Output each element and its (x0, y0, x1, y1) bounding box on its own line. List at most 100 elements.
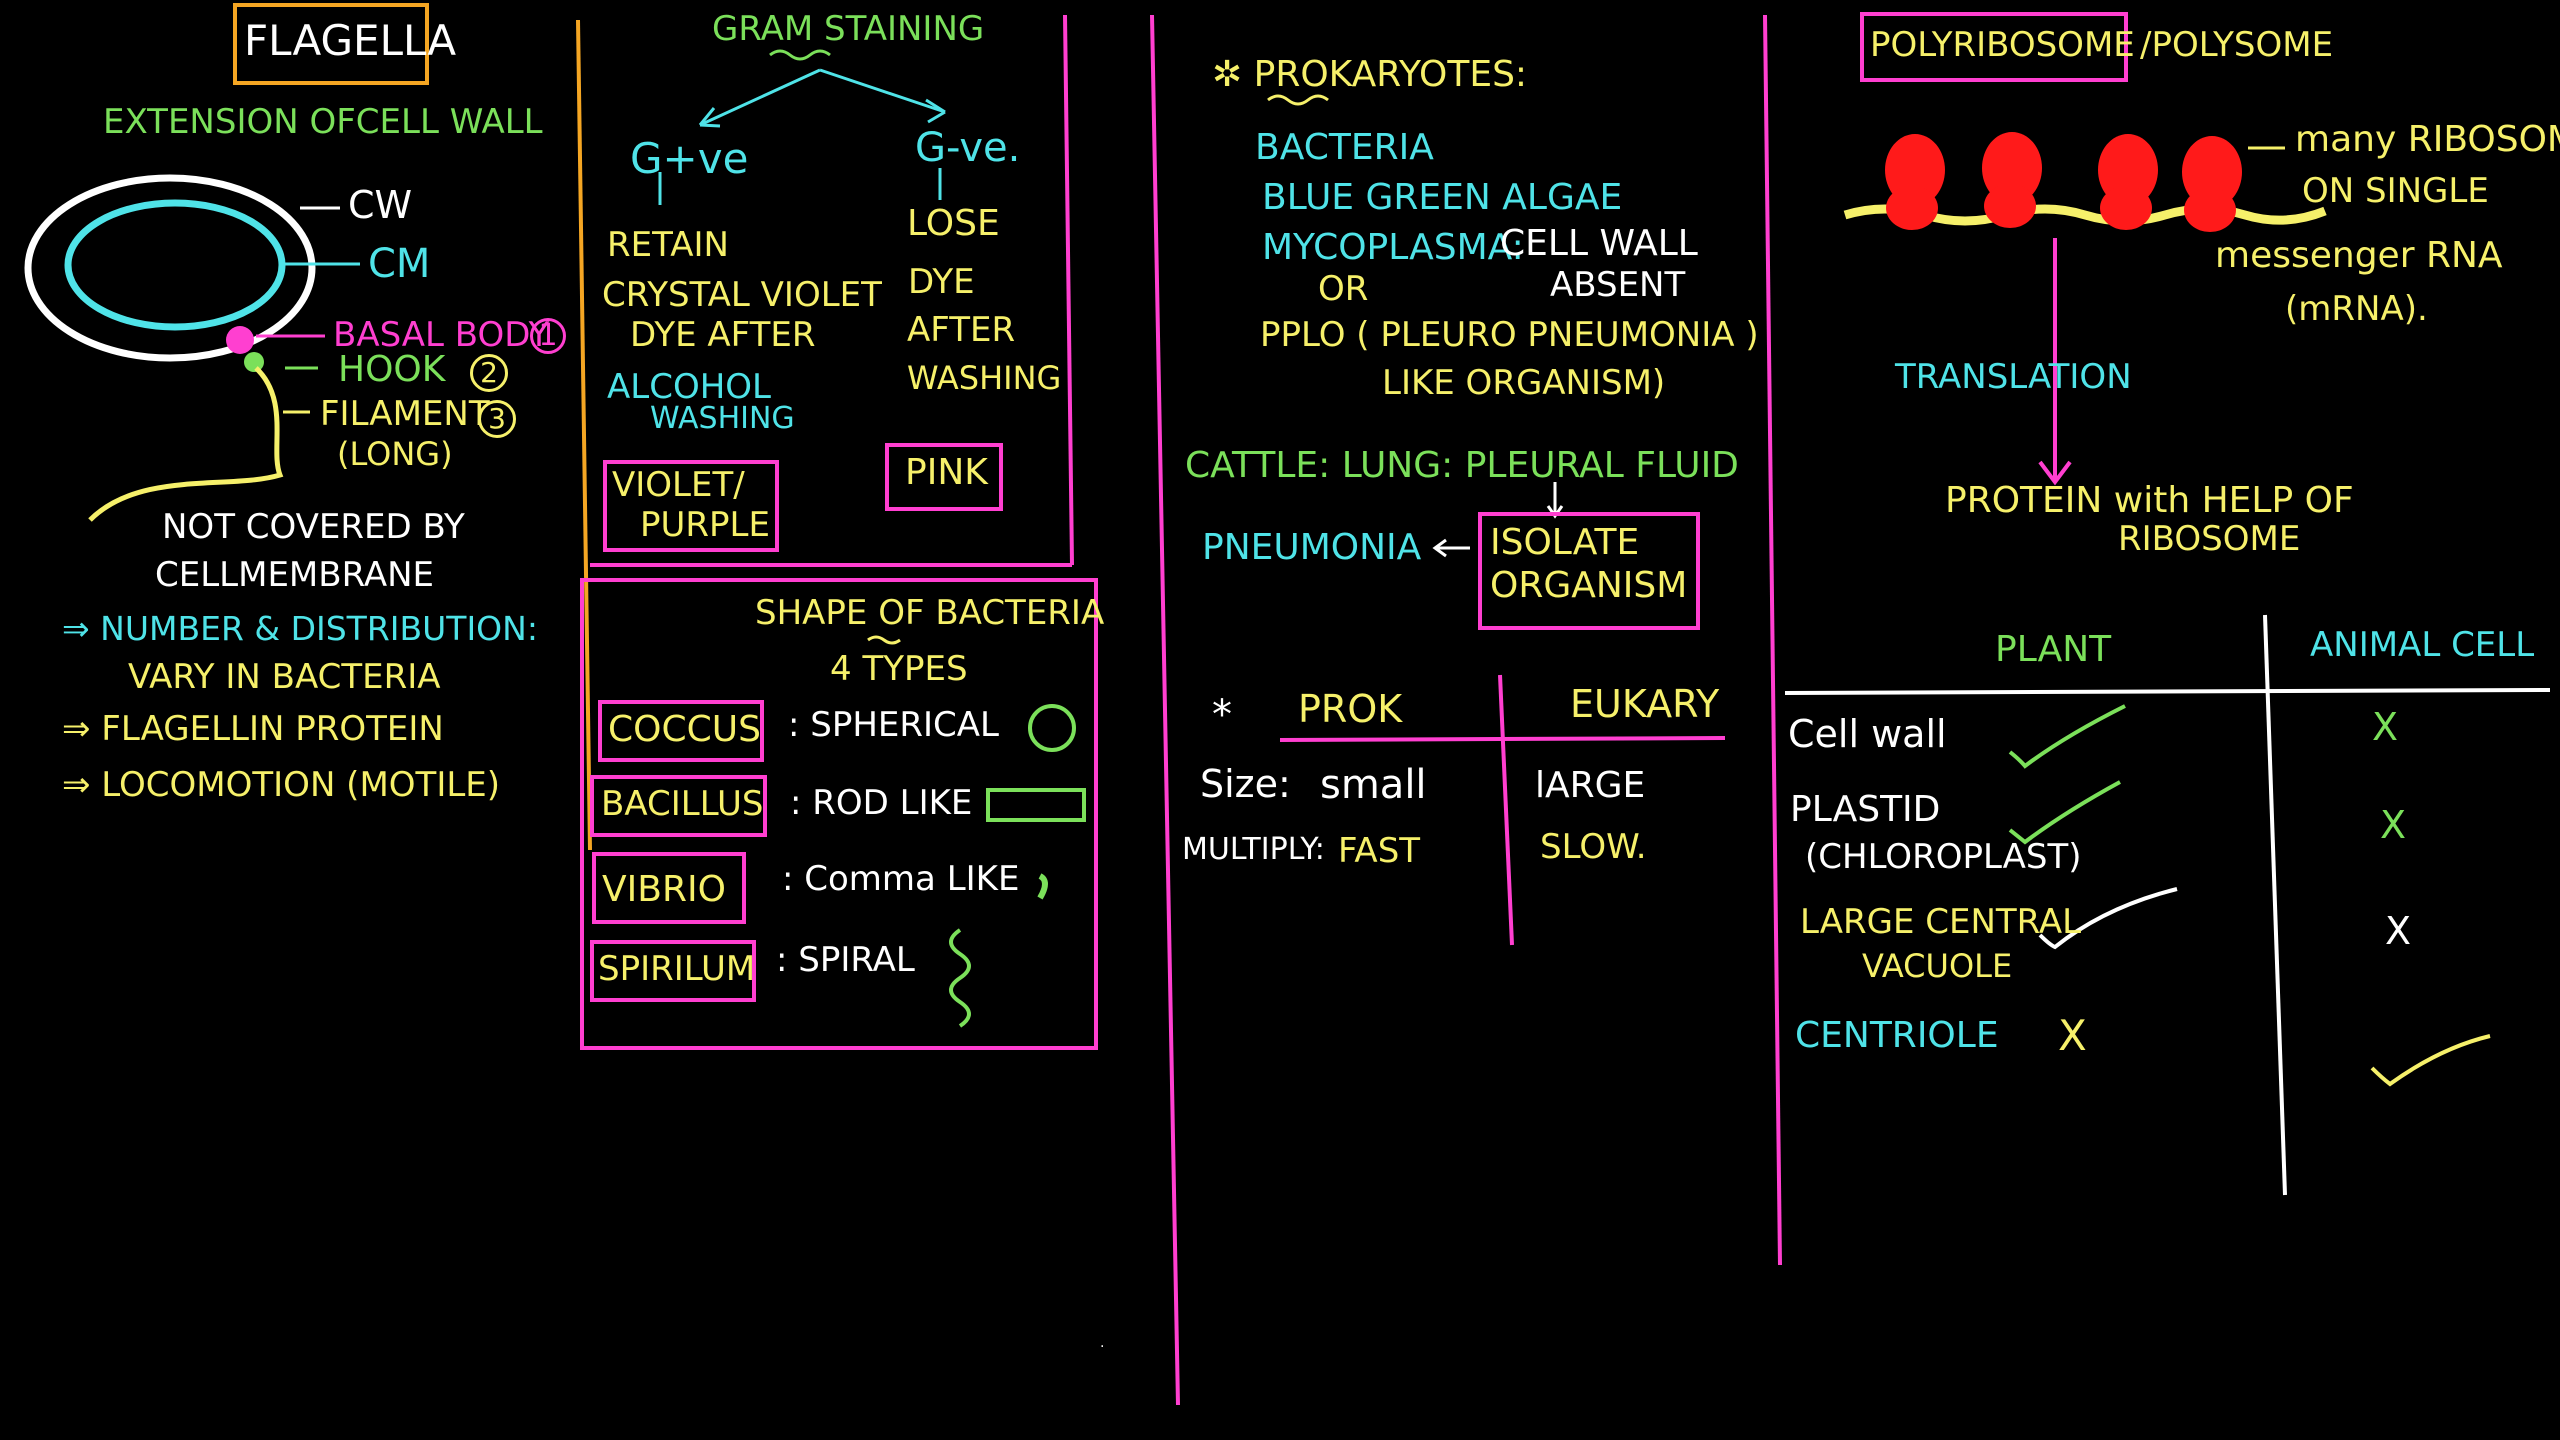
ribosome-2 (1982, 132, 2042, 204)
gram-pos-result-1: VIOLET/ (612, 465, 745, 505)
many-ribosome-1: many RIBOSOME (2295, 119, 2560, 160)
shape-name-spirilum: SPIRILUM (598, 949, 756, 989)
spiral-icon (949, 928, 971, 1028)
label-hook: HOOK (338, 349, 446, 390)
prok-item-pplo: PPLO ( PLEURO PNEUMONIA ) (1260, 315, 1759, 355)
check-plastid-plant (2008, 780, 2121, 845)
gram-pos-result-box (603, 460, 779, 552)
pa-row-plastid-sub: (CHLOROPLAST) (1805, 837, 2082, 877)
ribosome-3-base (2100, 186, 2152, 230)
compare-row1-eukary: lARGE (1535, 765, 1646, 806)
gram-title: GRAM STAINING (712, 9, 985, 49)
compare-row2-prok: FAST (1338, 831, 1421, 871)
cell-wall-ellipse (24, 174, 316, 362)
shapes-box (580, 578, 1098, 1050)
pa-col-animal: ANIMAL CELL (2310, 625, 2535, 665)
num-basal: 1 (530, 318, 566, 354)
flagella-title: FLAGELLA (244, 16, 457, 65)
isolate-line2: ORGANISM (1490, 565, 1688, 606)
gram-arrow-left (699, 68, 821, 127)
protein-line2: RIBOSOME (2118, 519, 2301, 559)
compare-col-eukary: EUKARY (1570, 682, 1720, 726)
sphere-icon (1028, 704, 1076, 752)
stray-dot: · (1100, 1339, 1105, 1355)
point-locomotion: ⇒ LOCOMOTION (MOTILE) (62, 765, 501, 805)
translation-arrow-head (2038, 460, 2072, 486)
gram-neg-result: PINK (905, 452, 988, 493)
gram-pos-desc-2: CRYSTAL VIOLET (602, 275, 882, 315)
shape-name-bacillus: BACILLUS (601, 784, 764, 824)
pa-col-plant: PLANT (1995, 629, 2112, 670)
point-number-distribution-text: NUMBER & DISTRIBUTION: (100, 609, 538, 648)
point-number-distribution: ⇒ NUMBER & DISTRIBUTION: (62, 609, 538, 648)
compare-row1-label: Size: (1200, 762, 1291, 806)
isolate-left-arrow-head (1432, 538, 1447, 558)
gram-pos-desc-1: RETAIN (607, 225, 729, 265)
ribosome-group (1885, 132, 2242, 232)
hook-dot (244, 352, 264, 372)
pa-centriole-plant: X (2058, 1011, 2087, 1060)
pa-row-vacuole-sub: VACUOLE (1862, 947, 2013, 985)
check-vacuole-plant (2038, 887, 2178, 950)
shape-name-box-spirilum (590, 940, 756, 1002)
ribosome-3 (2098, 134, 2158, 206)
ribosome-4 (2182, 136, 2242, 208)
basal-body-dot (226, 326, 254, 354)
point-vary: VARY IN BACTERIA (128, 657, 441, 697)
shape-desc-bacillus: : ROD LIKE (790, 783, 973, 823)
polyribosome-box (1860, 12, 2128, 82)
gram-title-underline (769, 49, 831, 61)
shape-desc-coccus: : SPHERICAL (788, 705, 999, 745)
ribosome-1 (1885, 134, 1945, 206)
gram-arrow-left-head (698, 107, 721, 128)
prok-cattle: CATTLE: LUNG: PLEURAL FLUID (1185, 445, 1739, 486)
prok-absent: ABSENT (1550, 265, 1686, 305)
protein-line1: PROTEIN with HELP OF (1945, 480, 2354, 521)
divider-1 (576, 19, 592, 851)
prok-title-text: PROKARYOTES: (1253, 54, 1528, 95)
label-cm: CM (368, 241, 431, 287)
prok-item-bacteria: BACTERIA (1255, 127, 1434, 168)
label-long: (LONG) (337, 435, 453, 473)
cell-membrane-ellipse (64, 199, 286, 331)
shape-title-underline (867, 635, 901, 645)
prok-pneumonia: PNEUMONIA (1202, 527, 1422, 568)
not-covered-line1: NOT COVERED BY (162, 507, 465, 547)
prok-item-like: LIKE ORGANISM) (1382, 363, 1666, 403)
filament-tail (88, 366, 284, 522)
point-flagellin-text: FLAGELLIN PROTEIN (101, 709, 444, 749)
shape-desc-vibrio: : Comma LIKE (782, 859, 1020, 899)
gram-pos-desc-3: DYE AFTER (630, 315, 816, 355)
divider-3 (1763, 14, 1782, 1266)
gram-neg-desc-3: AFTER (907, 310, 1016, 350)
prok-title-underline (1267, 94, 1329, 106)
pa-row-vacuole: LARGE CENTRAL (1800, 902, 2082, 942)
mrna-line2: (mRNA). (2285, 289, 2428, 329)
polysome-alt: /POLYSOME (2140, 25, 2334, 65)
prok-item-bga: BLUE GREEN ALGAE (1262, 177, 1623, 218)
compare-row1-prok: small (1320, 762, 1427, 808)
pa-row-plastid: PLASTID (1790, 789, 1941, 830)
shape-desc-spirilum: : SPIRAL (776, 940, 915, 980)
pa-row-cellwall: Cell wall (1788, 712, 1947, 756)
gram-neg-desc-2: DYE (908, 262, 975, 302)
compare-row2-eukary: SLOW. (1540, 827, 1647, 867)
gram-neg-result-box (885, 443, 1003, 511)
gram-negative: G-ve. (915, 125, 1021, 171)
gram-positive: G+ve (630, 134, 749, 183)
ribosome-2-base (1984, 184, 2036, 228)
shape-name-vibrio: VIBRIO (602, 869, 726, 910)
mrna-line1: messenger RNA (2215, 235, 2503, 276)
isolate-line1: ISOLATE (1490, 522, 1640, 563)
shape-name-box-vibrio (592, 852, 746, 924)
pa-hline (1784, 688, 2551, 695)
check-cellwall-plant (2008, 704, 2126, 769)
shapes-subtitle: 4 TYPES (830, 649, 968, 689)
gram-neg-desc-1: LOSE (907, 203, 1000, 244)
translation-label: TRANSLATION (1895, 357, 2132, 397)
pleural-down-arrow-head (1546, 505, 1564, 519)
not-covered-line2: CELLMEMBRANE (155, 555, 435, 595)
gram-arrow-right-head (925, 98, 946, 124)
